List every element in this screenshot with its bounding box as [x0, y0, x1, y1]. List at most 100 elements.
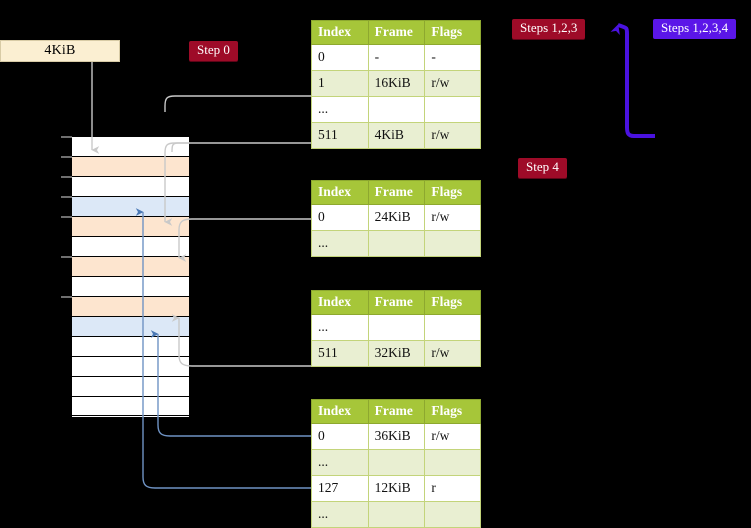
memory-frame-row [72, 237, 189, 257]
memory-frame-row [72, 297, 189, 317]
table-row: ... [311, 449, 481, 476]
cell-index: ... [311, 449, 369, 476]
cell-index: ... [311, 230, 369, 257]
wire-l0-row1-out [164, 95, 311, 112]
cell-index: ... [311, 501, 369, 528]
badge-steps-1-2-3: Steps 1,2,3 [512, 19, 586, 39]
frame-tick-mark [61, 176, 72, 178]
column-header-frame: Frame [367, 180, 426, 205]
cell-index: 511 [311, 122, 369, 149]
memory-frame-row [72, 337, 189, 357]
cell-frame: 16KiB [367, 70, 426, 97]
table-row: ... [311, 501, 481, 528]
cell-frame: 12KiB [367, 475, 426, 502]
memory-frame-row [72, 317, 189, 337]
cell-index: 127 [311, 475, 369, 502]
cell-frame: 32KiB [367, 340, 426, 367]
cell-flags: r/w [424, 340, 481, 367]
memory-frame-row [72, 137, 189, 157]
cell-flags: r/w [424, 122, 481, 149]
cell-frame [367, 230, 426, 257]
cell-index: 1 [311, 70, 369, 97]
cell-index: 511 [311, 340, 369, 367]
table-row: ... [311, 230, 481, 257]
memory-frame-row [72, 177, 189, 197]
memory-frame-row [72, 157, 189, 177]
frame-tick-mark [61, 296, 72, 298]
cell-flags [424, 501, 481, 528]
physical-memory-grid [71, 136, 190, 417]
cell-index: 0 [311, 204, 369, 231]
column-header-index: Index [311, 180, 369, 205]
wire-l1-to-frame [178, 218, 311, 262]
cell-frame [367, 501, 426, 528]
cell-frame [367, 449, 426, 476]
column-header-index: Index [311, 290, 369, 315]
frame-tick-mark [61, 216, 72, 218]
frame-tick-mark [61, 156, 72, 158]
table-row: 0-- [311, 44, 481, 71]
table-row: ... [311, 314, 481, 341]
column-header-index: Index [311, 399, 369, 424]
column-header-frame: Frame [367, 290, 426, 315]
cell-frame: 4KiB [367, 122, 426, 149]
source-size-label: 4KiB [44, 43, 76, 58]
source-size-box: 4KiB [0, 40, 120, 62]
memory-frame-row [72, 197, 189, 217]
column-header-flags: Flags [424, 399, 481, 424]
memory-frame-row [72, 357, 189, 377]
cell-index: ... [311, 96, 369, 123]
wire-l2-to-frame [171, 314, 311, 367]
column-header-flags: Flags [424, 20, 481, 45]
cell-flags: r/w [424, 70, 481, 97]
badge-step-4: Step 4 [518, 158, 567, 178]
column-header-flags: Flags [424, 180, 481, 205]
cell-index: ... [311, 314, 369, 341]
frame-tick-mark [61, 136, 72, 138]
column-header-index: Index [311, 20, 369, 45]
cell-frame: 36KiB [367, 423, 426, 450]
frame-tick-mark [61, 196, 72, 198]
cell-frame [367, 314, 426, 341]
memory-frame-row [72, 397, 189, 417]
memory-frame-row [72, 217, 189, 237]
column-header-frame: Frame [367, 399, 426, 424]
memory-frame-row [72, 377, 189, 397]
cell-flags [424, 314, 481, 341]
cell-frame: - [367, 44, 426, 71]
memory-frame-row [72, 277, 189, 297]
cell-flags: r/w [424, 423, 481, 450]
badge-steps-1-2-3-4: Steps 1,2,3,4 [653, 19, 737, 39]
cell-flags: - [424, 44, 481, 71]
cell-index: 0 [311, 423, 369, 450]
frame-tick-mark [61, 256, 72, 258]
memory-frame-row [72, 257, 189, 277]
cell-index: 0 [311, 44, 369, 71]
cell-flags: r [424, 475, 481, 502]
column-header-flags: Flags [424, 290, 481, 315]
cell-flags [424, 230, 481, 257]
cell-frame: 24KiB [367, 204, 426, 231]
table-row: ... [311, 96, 481, 123]
wire-steps-bracket [610, 23, 655, 138]
cell-flags [424, 96, 481, 123]
cell-frame [367, 96, 426, 123]
column-header-frame: Frame [367, 20, 426, 45]
cell-flags [424, 449, 481, 476]
badge-step-0: Step 0 [189, 41, 238, 61]
